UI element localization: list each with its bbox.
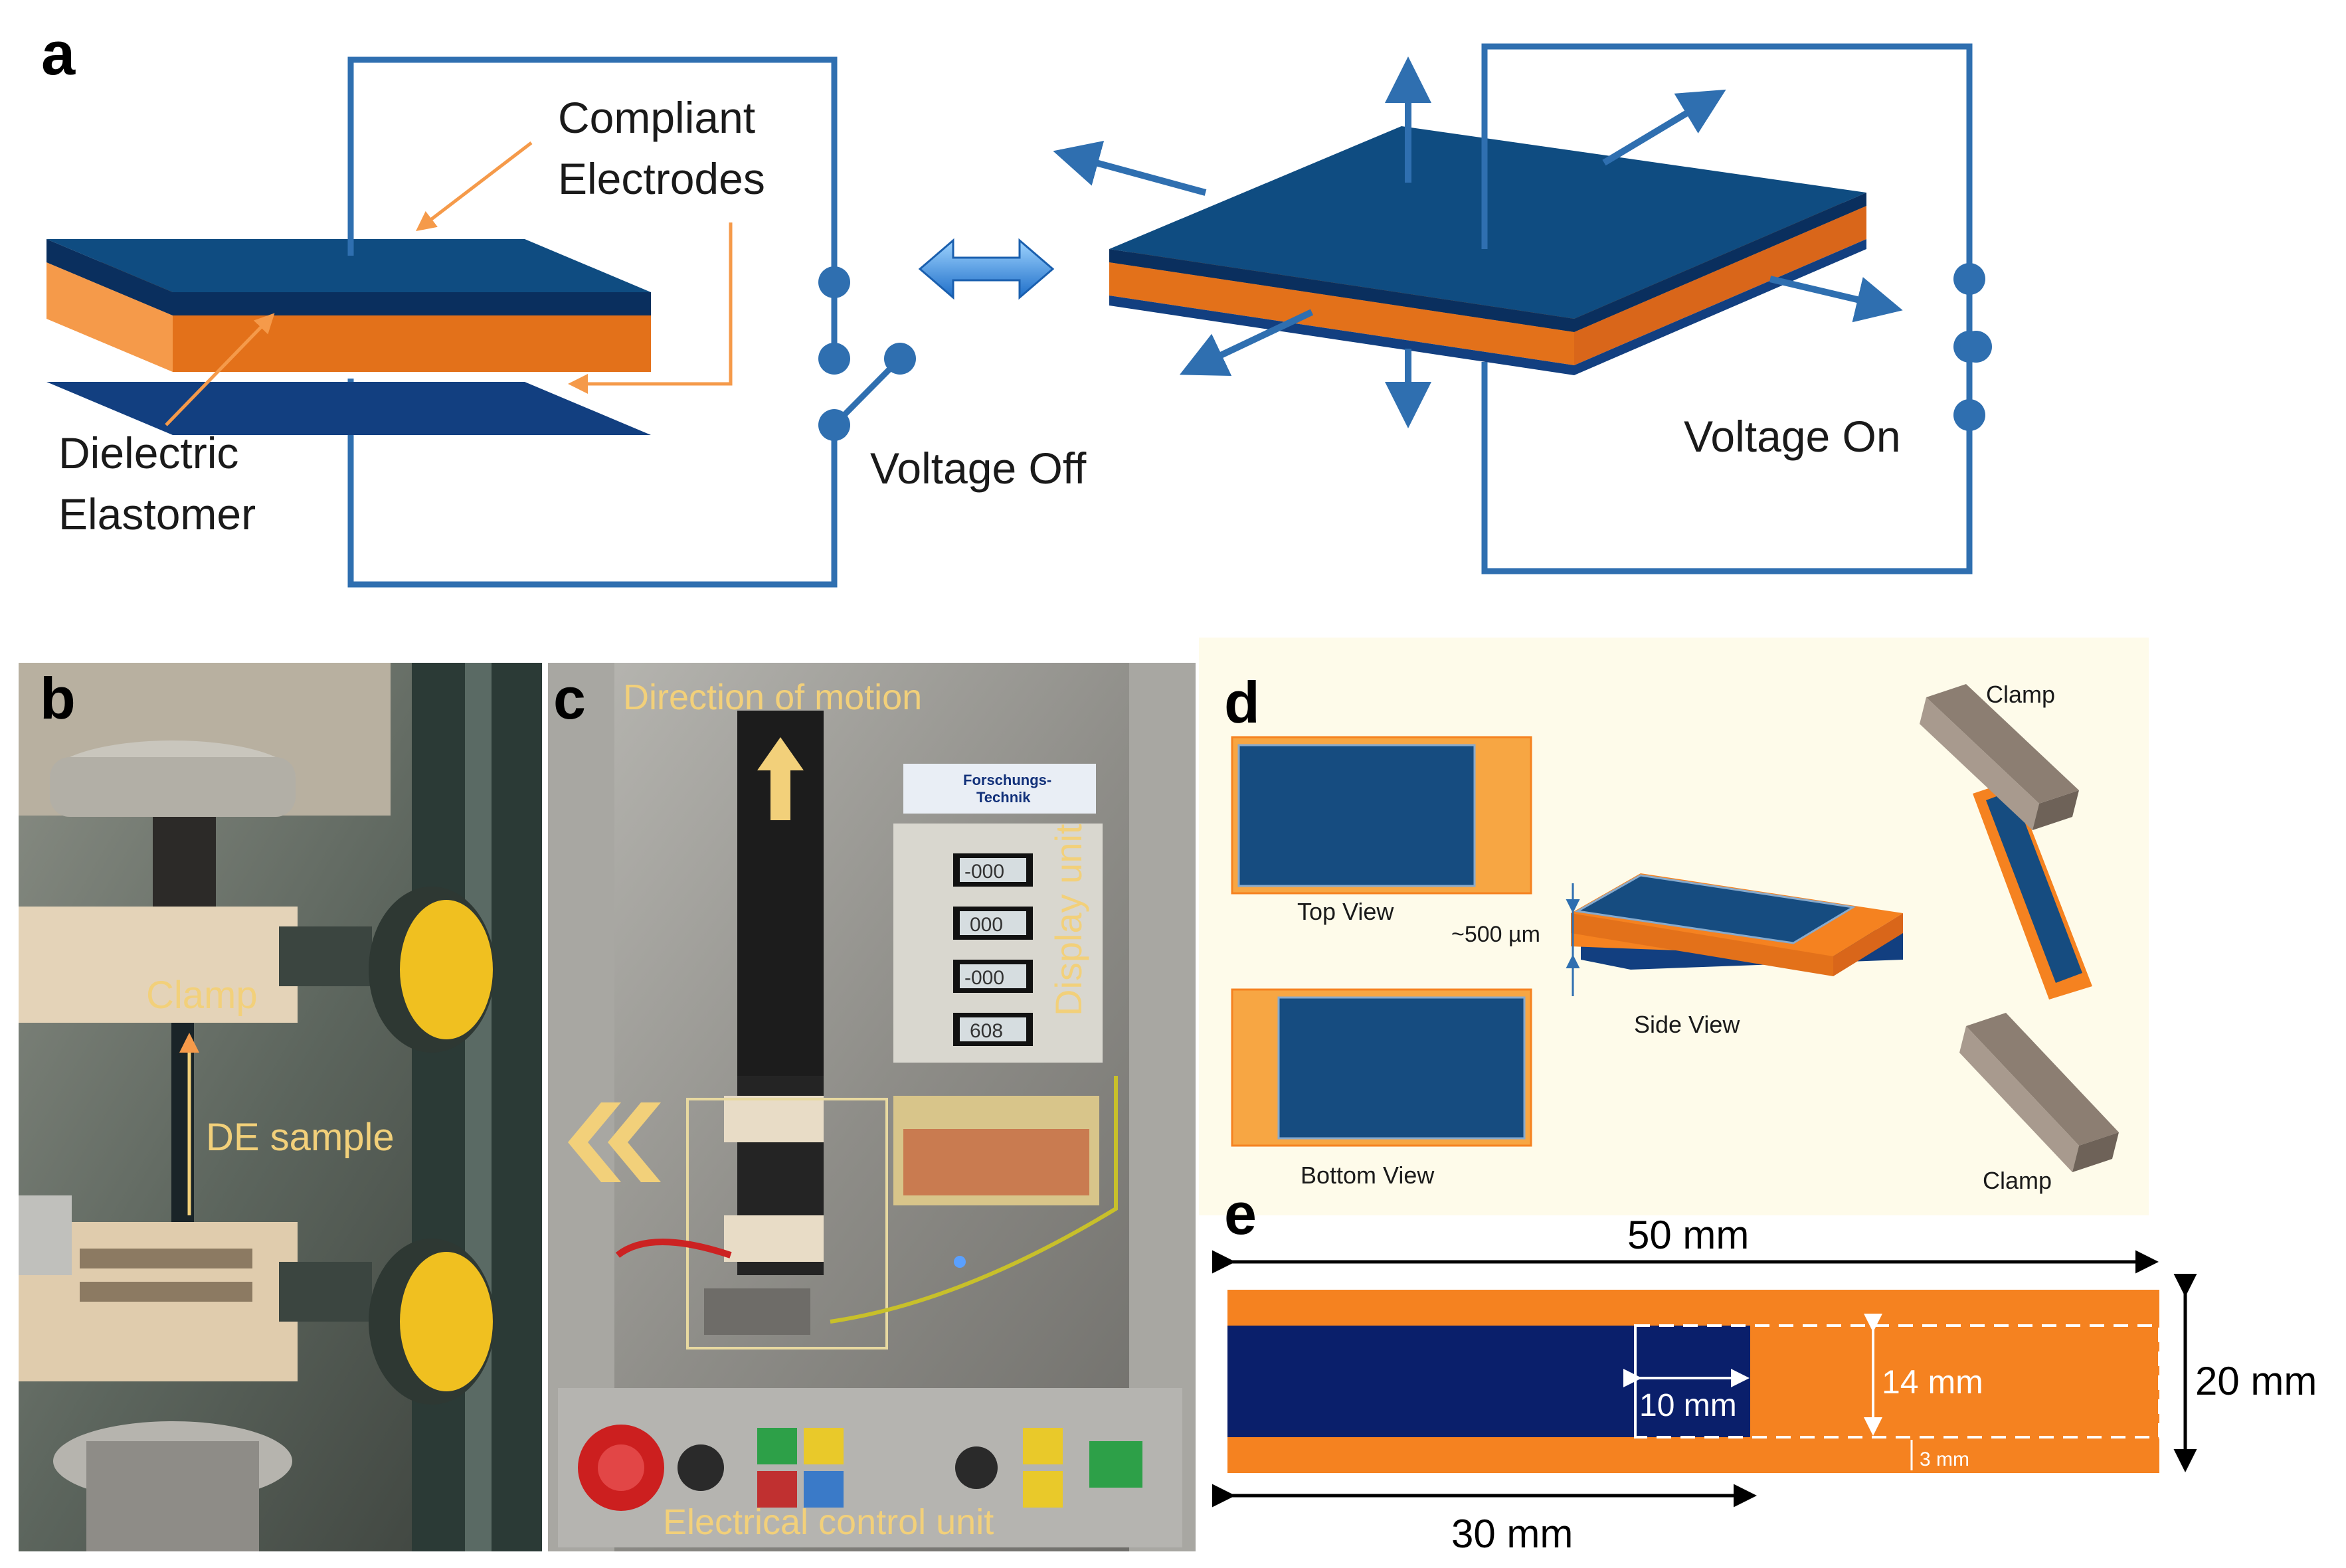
dielectric-elastomer-label: Dielectric Elastomer (58, 428, 256, 539)
compliant-electrodes-label: Compliant Electrodes (558, 93, 767, 203)
top-view-label: Top View (1297, 898, 1394, 925)
bottom-view-drawing (1231, 988, 1532, 1147)
svg-text:-000: -000 (964, 967, 1004, 989)
panel-a: a Compliant Electrodes (41, 20, 1992, 588)
upper-clamp-block (19, 907, 298, 1023)
bottom-view-label: Bottom View (1301, 1162, 1435, 1189)
svg-text:-000: -000 (964, 861, 1004, 883)
active-height-label: 14 mm (1882, 1363, 1983, 1401)
de-sample-label: DE sample (206, 1116, 395, 1159)
display-unit-label: Display unit (1047, 824, 1089, 1016)
svg-text:Technik: Technik (976, 789, 1031, 806)
panel-b-photo: b Clamp DE sample (19, 663, 542, 1551)
panel-label-b: b (40, 665, 76, 731)
panel-e: e 50 mm 10 mm 14 mm 3 mm 20 mm 30 mm (1212, 1181, 2317, 1556)
clamp-top-label: Clamp (1986, 681, 2055, 708)
margin-label: 3 mm (1920, 1448, 1969, 1470)
total-length-label: 50 mm (1627, 1213, 1749, 1257)
double-arrow-icon (918, 238, 1055, 300)
panel-label-a: a (41, 20, 76, 88)
width-label: 20 mm (2195, 1359, 2317, 1403)
arrow-to-bottom-electrode (568, 222, 733, 394)
voltage-off-label: Voltage Off (870, 444, 1087, 493)
svg-text:608: 608 (970, 1020, 1003, 1042)
panel-label-c: c (553, 665, 586, 731)
de-actuator-voltage-on (1109, 126, 1866, 375)
svg-text:000: 000 (970, 914, 1003, 936)
active-region-outline (1634, 1324, 2161, 1438)
arrow-to-elastomer (165, 313, 275, 426)
panel-label-e: e (1224, 1181, 1257, 1247)
clamp-label-b: Clamp (146, 974, 258, 1017)
display-readouts: -000 000 -000 608 (953, 853, 1033, 1046)
electrical-control-unit-label: Electrical control unit (663, 1502, 994, 1542)
up-arrow-icon (757, 737, 804, 820)
overlap-label: 10 mm (1639, 1388, 1737, 1423)
voltage-on-label: Voltage On (1684, 412, 1901, 461)
panel-d: d Top View Bottom View ~500 µm Side View (1199, 638, 2149, 1215)
expansion-arrows (1053, 56, 1903, 428)
panel-label-d: d (1224, 669, 1260, 735)
power-button (1089, 1441, 1142, 1488)
right-switch-closed (1953, 263, 1992, 431)
direction-of-motion-label: Direction of motion (623, 677, 922, 717)
clamp-bottom-label: Clamp (1983, 1167, 2052, 1194)
de-actuator-voltage-off (46, 239, 651, 435)
left-switch-open (818, 266, 916, 441)
top-view-drawing (1231, 736, 1532, 895)
panel-c-photo: Forschungs- Technik -000 000 -000 608 (548, 663, 1196, 1551)
electrode-length-label: 30 mm (1451, 1512, 1573, 1556)
sample-highlight-box (686, 1098, 888, 1350)
svg-text:Forschungs-: Forschungs- (963, 772, 1051, 788)
chevron-left-icon (568, 1102, 661, 1182)
side-view-drawing (1571, 873, 1903, 976)
clamped-sample-drawing (1920, 684, 2119, 1172)
thickness-label: ~500 µm (1451, 922, 1540, 947)
side-view-label: Side View (1634, 1011, 1740, 1038)
brand-plate (903, 764, 1096, 814)
arrow-to-top-electrode (416, 141, 533, 232)
